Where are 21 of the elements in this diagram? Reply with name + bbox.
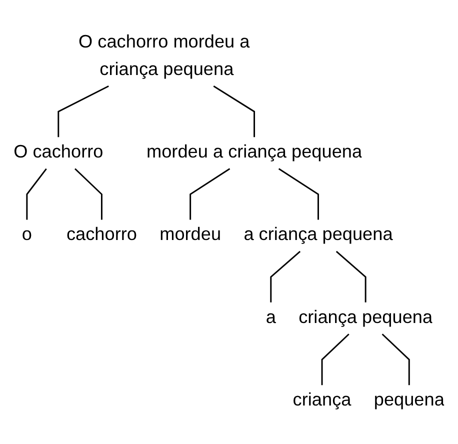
connector: [213, 85, 256, 138]
connector: [382, 334, 410, 386]
node-text: a: [266, 308, 276, 328]
node-text: pequena: [374, 390, 444, 410]
node-text: criança pequena: [298, 308, 433, 328]
connector: [278, 168, 319, 220]
node-text: cachorro: [66, 225, 137, 245]
connector: [58, 85, 109, 138]
node-text: mordeu: [160, 225, 222, 245]
node-text: O cachorro mordeu a criança pequena: [78, 32, 250, 80]
node-text: criança: [292, 390, 352, 410]
connector: [270, 250, 301, 302]
node-text: mordeu a criança pequena: [146, 142, 362, 162]
node-text: O cachorro: [14, 142, 104, 162]
node-text: a criança pequena: [244, 225, 393, 245]
connector: [336, 250, 366, 302]
connector: [190, 168, 230, 220]
node-text: o: [22, 225, 32, 245]
connector: [321, 334, 350, 386]
connector: [26, 168, 47, 220]
connector: [74, 168, 102, 220]
